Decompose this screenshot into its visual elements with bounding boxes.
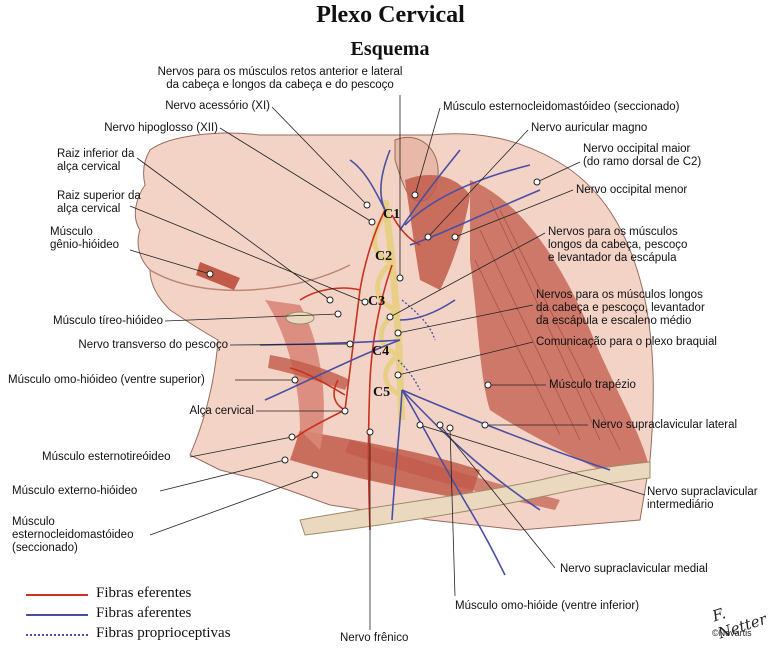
trapezius-striation bbox=[474, 199, 621, 451]
label-ecm-left: Músculo esternocleidomastóideo (secciona… bbox=[12, 516, 134, 554]
legend-proprioceptive-swatch bbox=[26, 634, 88, 636]
root-c5: C5 bbox=[373, 385, 390, 400]
label-raiz-superior: Raiz superior da alça cervical bbox=[57, 190, 141, 215]
label-supra-lateral: Nervo supraclavicular lateral bbox=[592, 419, 738, 431]
legend-proprioceptive-label: Fibras proprioceptivas bbox=[96, 625, 231, 641]
label-transverso: Nervo transverso do pescoço bbox=[78, 339, 228, 351]
label-longos-levantador: Nervos para os músculos longos da cabeça… bbox=[548, 226, 688, 264]
legend-afferent-swatch bbox=[26, 614, 88, 616]
legend-efferent-swatch bbox=[26, 594, 88, 596]
label-esternotireoideo: Músculo esternotireóideo bbox=[42, 451, 171, 463]
label-omo-inferior: Músculo omo-hióide (ventre inferior) bbox=[455, 600, 640, 612]
scm-upper bbox=[405, 175, 470, 290]
label-trapezio: Músculo trapézio bbox=[549, 379, 636, 391]
label-occipital-menor: Nervo occipital menor bbox=[576, 184, 688, 196]
label-externo-hioideo: Músculo externo-hióideo bbox=[12, 485, 138, 497]
label-ecm-top: Músculo esternocleidomastóideo (secciona… bbox=[443, 101, 680, 113]
plexus-loops bbox=[372, 213, 402, 398]
trapezius-muscle bbox=[470, 180, 650, 470]
chin-jaw bbox=[149, 264, 351, 292]
strap-muscles bbox=[265, 300, 324, 450]
legend-efferent-label: Fibras eferentes bbox=[96, 585, 192, 601]
label-supra-intermediario: Nervo supraclavicular intermediário bbox=[647, 486, 758, 511]
label-retos: Nervos para os músculos retos anterior e… bbox=[157, 66, 403, 91]
root-c1: C1 bbox=[383, 207, 400, 222]
clavicle bbox=[299, 461, 651, 536]
label-alca-cervical: Alça cervical bbox=[189, 405, 254, 417]
label-comunicacao: Comunicação para o plexo braquial bbox=[536, 336, 717, 348]
root-c3: C3 bbox=[368, 294, 385, 309]
label-longos-escaleno: Nervos para os músculos longos da cabeça… bbox=[536, 289, 705, 327]
label-omo-superior: Músculo omo-hióideo (ventre superior) bbox=[8, 374, 205, 386]
label-frenico: Nervo frênico bbox=[340, 632, 409, 644]
root-c4: C4 bbox=[372, 344, 389, 359]
copyright: ©Novartis bbox=[712, 628, 752, 638]
legend-afferent-label: Fibras aferentes bbox=[96, 605, 192, 621]
label-acessorio: Nervo acessório (XI) bbox=[165, 100, 270, 112]
root-c2: C2 bbox=[375, 249, 392, 264]
efferent-nerves bbox=[289, 209, 421, 531]
omohyoid-sup bbox=[268, 355, 350, 390]
label-genio-hioideo: Músculo gênio-hióideo bbox=[50, 226, 120, 251]
label-auricular: Nervo auricular magno bbox=[531, 122, 648, 134]
leader-dots bbox=[206, 178, 541, 479]
label-hipoglosso: Nervo hipoglosso (XII) bbox=[104, 122, 218, 134]
hyoid-bone bbox=[285, 311, 315, 325]
proprioceptive-nerves bbox=[397, 299, 436, 391]
label-raiz-inferior: Raiz inferior da alça cervical bbox=[57, 148, 135, 173]
label-supra-medial: Nervo supraclavicular medial bbox=[560, 563, 708, 575]
geniohyoid bbox=[196, 262, 240, 290]
label-occipital-maior: Nervo occipital maior (do ramo dorsal de… bbox=[583, 143, 702, 168]
leader-lines bbox=[129, 95, 646, 630]
label-tireo-hioideo: Músculo tíreo-hióideo bbox=[53, 315, 163, 327]
page-title: Plexo Cervical bbox=[316, 2, 465, 28]
page-subtitle: Esquema bbox=[350, 38, 430, 60]
